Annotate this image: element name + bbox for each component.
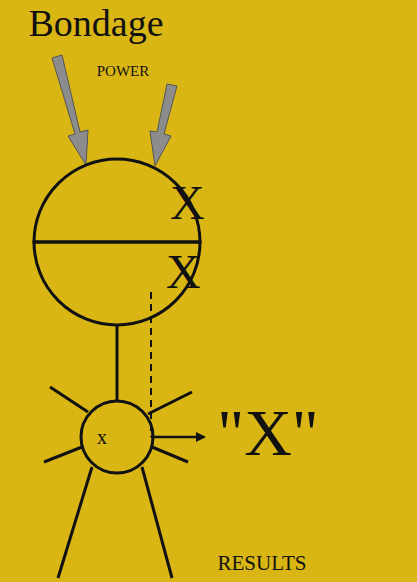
figure-arm bbox=[152, 447, 188, 462]
lower-half: X bbox=[34, 242, 200, 325]
figure-arm bbox=[148, 392, 192, 414]
power-label: POWER bbox=[97, 64, 150, 79]
figure-body: x bbox=[81, 401, 153, 473]
outline bbox=[34, 242, 200, 325]
result-arrow bbox=[151, 436, 204, 439]
result-symbol: "X" bbox=[217, 400, 319, 466]
figure-arm bbox=[50, 387, 88, 412]
figure-arm bbox=[44, 447, 82, 462]
upper-half: X bbox=[34, 159, 200, 242]
node-text: X bbox=[166, 248, 201, 296]
power-arrow bbox=[150, 84, 177, 166]
outline bbox=[81, 401, 153, 473]
node-text: X bbox=[170, 179, 205, 227]
node-outline bbox=[81, 401, 153, 473]
figure-leg bbox=[142, 467, 172, 578]
title-word: Bondage bbox=[28, 4, 163, 42]
node-text: x bbox=[97, 427, 107, 447]
neck-line bbox=[116, 325, 119, 401]
dashed-line bbox=[150, 292, 152, 437]
power-arrow bbox=[52, 55, 88, 165]
figure-leg bbox=[58, 467, 92, 578]
results-label: RESULTS bbox=[217, 553, 306, 574]
